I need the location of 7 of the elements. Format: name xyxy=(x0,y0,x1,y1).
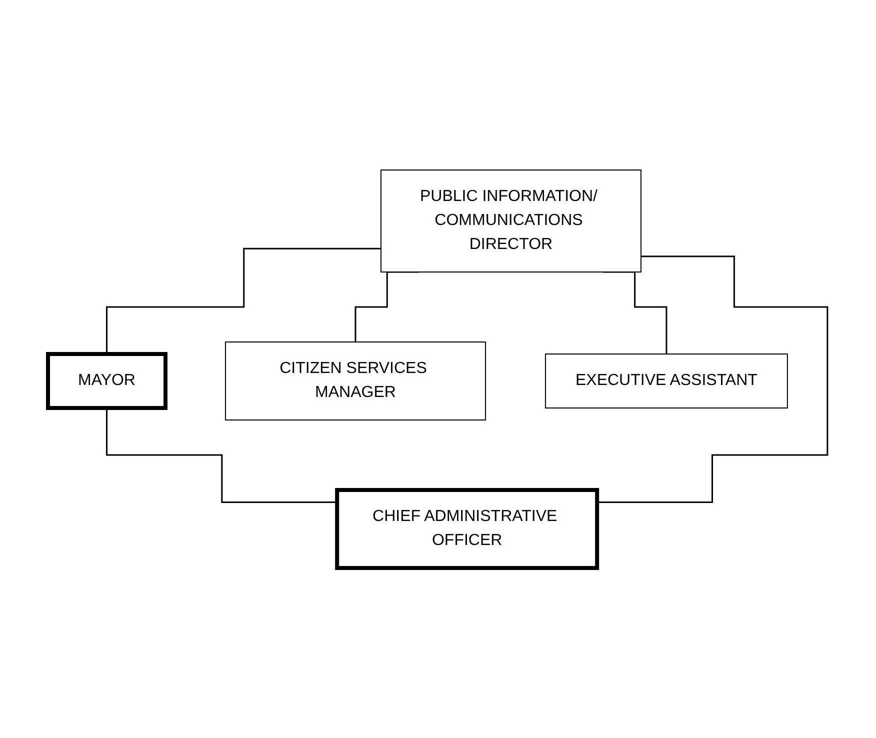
node-box: CHIEF ADMINISTRATIVE OFFICER xyxy=(335,488,600,570)
node-box: MAYOR xyxy=(46,352,168,410)
connector xyxy=(597,256,828,504)
node-box: CITIZEN SERVICES MANAGER xyxy=(225,342,486,420)
node-box: PUBLIC INFORMATION/ COMMUNICATIONS DIRECTOR xyxy=(380,170,642,272)
node-box: EXECUTIVE ASSISTANT xyxy=(545,354,788,408)
connector xyxy=(106,407,338,504)
